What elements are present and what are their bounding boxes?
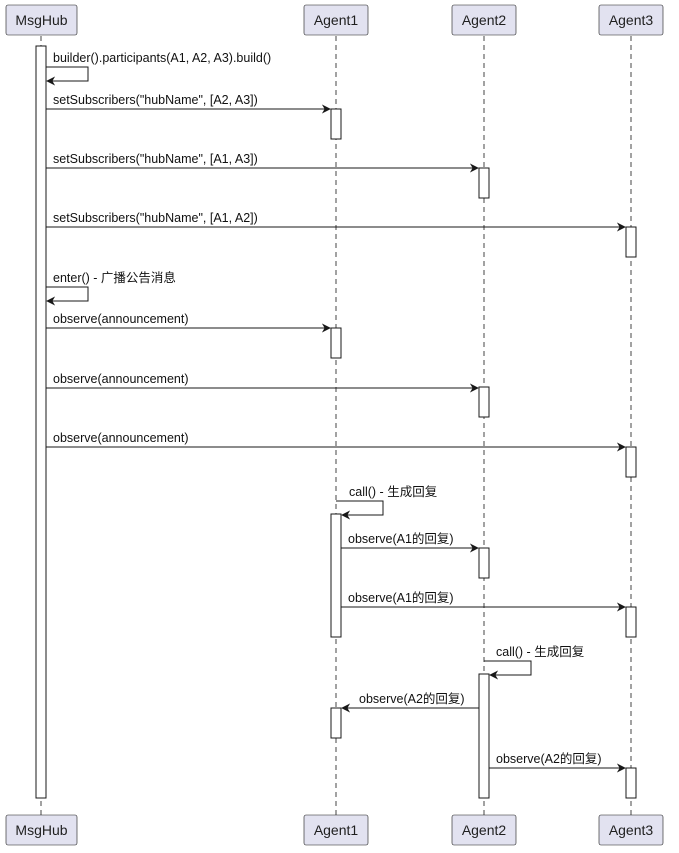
activation-agent3-3 bbox=[625, 606, 637, 638]
message-label: observe(A2的回复) bbox=[496, 751, 602, 766]
message-label: builder().participants(A1, A2, A3).build… bbox=[53, 51, 271, 65]
message-observe-a2-reply-agent3: observe(A2的回复) bbox=[489, 751, 626, 773]
participants-bottom: MsgHub Agent1 Agent2 Agent3 bbox=[5, 814, 664, 846]
message-observe-a2-reply-agent1: observe(A2的回复) bbox=[341, 691, 479, 713]
message-label: setSubscribers("hubName", [A2, A3]) bbox=[53, 93, 258, 107]
participant-msghub-top: MsgHub bbox=[5, 4, 78, 36]
message-agent2-call-self: call() - 生成回复 bbox=[484, 645, 585, 680]
message-set-subscribers-agent1: setSubscribers("hubName", [A2, A3]) bbox=[46, 93, 331, 114]
messages: builder().participants(A1, A2, A3).build… bbox=[46, 51, 626, 773]
activation-msghub bbox=[35, 45, 47, 799]
activation-agent3-4 bbox=[625, 767, 637, 799]
message-observe-a1-reply-agent3: observe(A1的回复) bbox=[341, 590, 626, 612]
participant-label: Agent3 bbox=[609, 12, 654, 28]
participant-label: MsgHub bbox=[15, 12, 67, 28]
activation-agent2-4 bbox=[478, 673, 490, 799]
participants-top: MsgHub Agent1 Agent2 Agent3 bbox=[5, 4, 664, 36]
participant-agent1-bottom: Agent1 bbox=[303, 814, 369, 846]
message-enter-self: enter() - 广播公告消息 bbox=[46, 270, 176, 306]
message-set-subscribers-agent3: setSubscribers("hubName", [A1, A2]) bbox=[46, 211, 626, 232]
message-observe-announcement-agent3: observe(announcement) bbox=[46, 431, 626, 452]
activation-agent1-2 bbox=[330, 327, 342, 359]
activation-agent3-1 bbox=[625, 226, 637, 258]
participant-label: Agent1 bbox=[314, 822, 359, 838]
message-build-self: builder().participants(A1, A2, A3).build… bbox=[46, 51, 271, 86]
message-label: observe(A1的回复) bbox=[348, 531, 454, 546]
message-label: observe(A2的回复) bbox=[359, 691, 465, 706]
message-label: observe(announcement) bbox=[53, 312, 189, 326]
participant-label: Agent3 bbox=[609, 822, 654, 838]
message-label: observe(A1的回复) bbox=[348, 590, 454, 605]
message-label: call() - 生成回复 bbox=[349, 485, 438, 499]
participant-agent3-bottom: Agent3 bbox=[598, 814, 664, 846]
participant-label: Agent2 bbox=[462, 822, 507, 838]
participant-label: Agent2 bbox=[462, 12, 507, 28]
message-agent1-call-self: call() - 生成回复 bbox=[336, 485, 438, 520]
message-set-subscribers-agent2: setSubscribers("hubName", [A1, A3]) bbox=[46, 152, 479, 173]
activation-agent1-3 bbox=[330, 513, 342, 638]
participant-agent2-bottom: Agent2 bbox=[451, 814, 517, 846]
message-label: setSubscribers("hubName", [A1, A2]) bbox=[53, 211, 258, 225]
participant-agent1-top: Agent1 bbox=[303, 4, 369, 36]
message-label: observe(announcement) bbox=[53, 431, 189, 445]
participant-agent2-top: Agent2 bbox=[451, 4, 517, 36]
message-label: setSubscribers("hubName", [A1, A3]) bbox=[53, 152, 258, 166]
message-label: call() - 生成回复 bbox=[496, 645, 585, 659]
activation-agent1-4 bbox=[330, 707, 342, 739]
activations bbox=[35, 45, 637, 799]
activation-agent3-2 bbox=[625, 446, 637, 478]
message-label: observe(announcement) bbox=[53, 372, 189, 386]
activation-agent2-1 bbox=[478, 167, 490, 199]
message-observe-announcement-agent2: observe(announcement) bbox=[46, 372, 479, 393]
activation-agent2-2 bbox=[478, 386, 490, 418]
message-observe-a1-reply-agent2: observe(A1的回复) bbox=[341, 531, 479, 553]
participant-msghub-bottom: MsgHub bbox=[5, 814, 78, 846]
participant-agent3-top: Agent3 bbox=[598, 4, 664, 36]
message-observe-announcement-agent1: observe(announcement) bbox=[46, 312, 331, 333]
activation-agent2-3 bbox=[478, 547, 490, 579]
activation-agent1-1 bbox=[330, 108, 342, 140]
participant-label: MsgHub bbox=[15, 822, 67, 838]
message-label: enter() - 广播公告消息 bbox=[53, 270, 176, 285]
participant-label: Agent1 bbox=[314, 12, 359, 28]
